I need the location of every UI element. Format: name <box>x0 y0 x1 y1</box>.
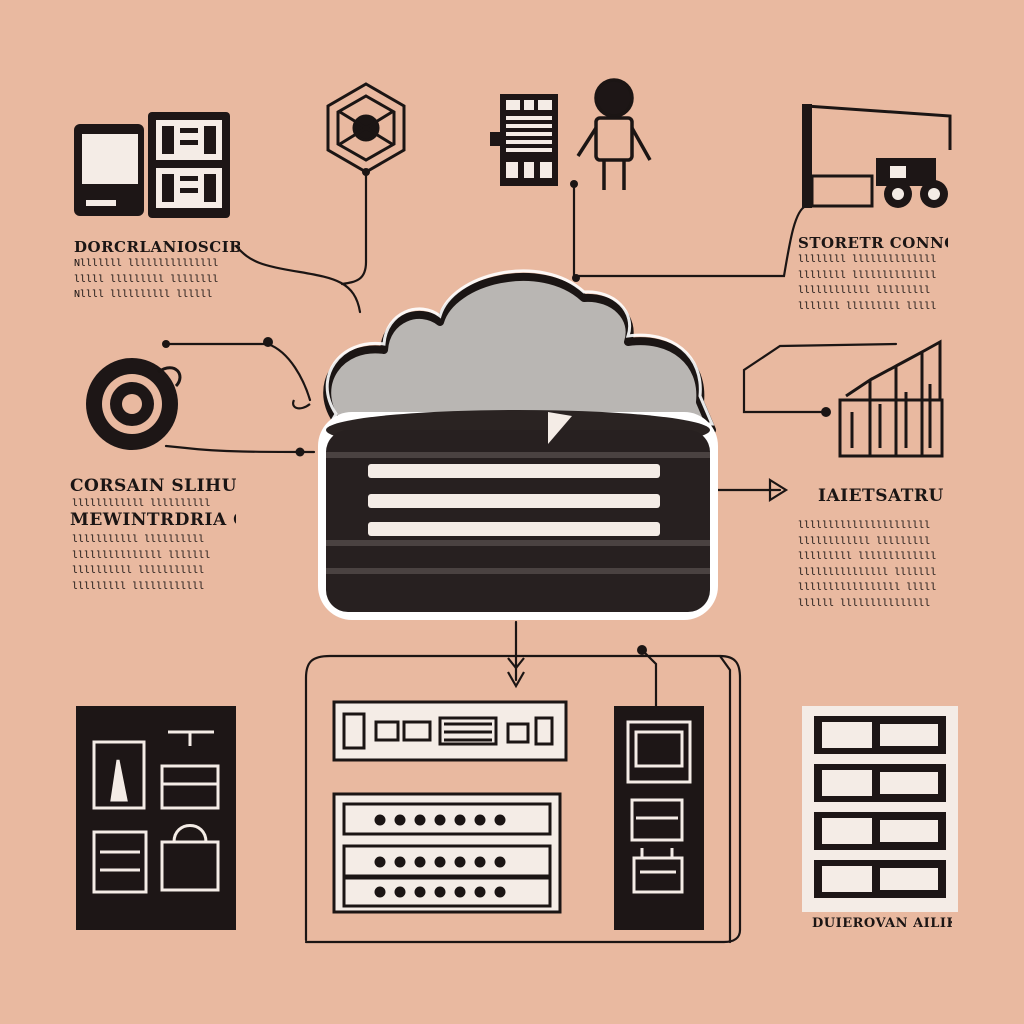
top-left-heading: DORCRLANIOSCIBLTINIE <box>74 238 240 256</box>
devices-panel <box>76 706 236 930</box>
server-unit-top <box>332 700 568 762</box>
storage-list-panel <box>802 706 958 912</box>
mid-left-heading-2: MEWINTRDRIA COC <box>70 510 236 530</box>
truck-icon <box>802 104 952 208</box>
top-left-scribble: Nlllllll lllllllllllllll lllll lllllllll… <box>74 258 219 300</box>
mid-left-scribble: llllllllllll llllllllll <box>72 498 211 509</box>
phone-icon <box>74 124 144 216</box>
person-icon <box>576 78 652 190</box>
top-right-heading: STORETR CONNOILI <box>798 234 948 252</box>
mid-left-heading-1: CORSAIN SLIHUNDNY <box>70 476 236 496</box>
bottom-right-caption: DUIEROVAN AILIKY <box>812 916 952 931</box>
hex-shield-icon <box>326 82 406 174</box>
server-unit-bottom <box>332 792 562 914</box>
database-icon <box>318 410 718 620</box>
keypad-icon <box>148 112 230 218</box>
mid-left-scribble-2: lllllllllll llllllllll lllllllllllllll l… <box>72 534 211 592</box>
gear-icon <box>86 358 182 450</box>
mid-right-scribble: llllllllllllllllllllll llllllllllll llll… <box>798 520 937 609</box>
cloud-icon <box>323 269 716 434</box>
building-icon <box>838 339 944 458</box>
mid-right-heading: IAIETSATRU <box>818 486 944 506</box>
terminal-panel <box>614 706 704 930</box>
server-rack-icon <box>490 94 558 186</box>
top-right-scribble: llllllll llllllllllllll llllllll lllllll… <box>798 254 937 312</box>
